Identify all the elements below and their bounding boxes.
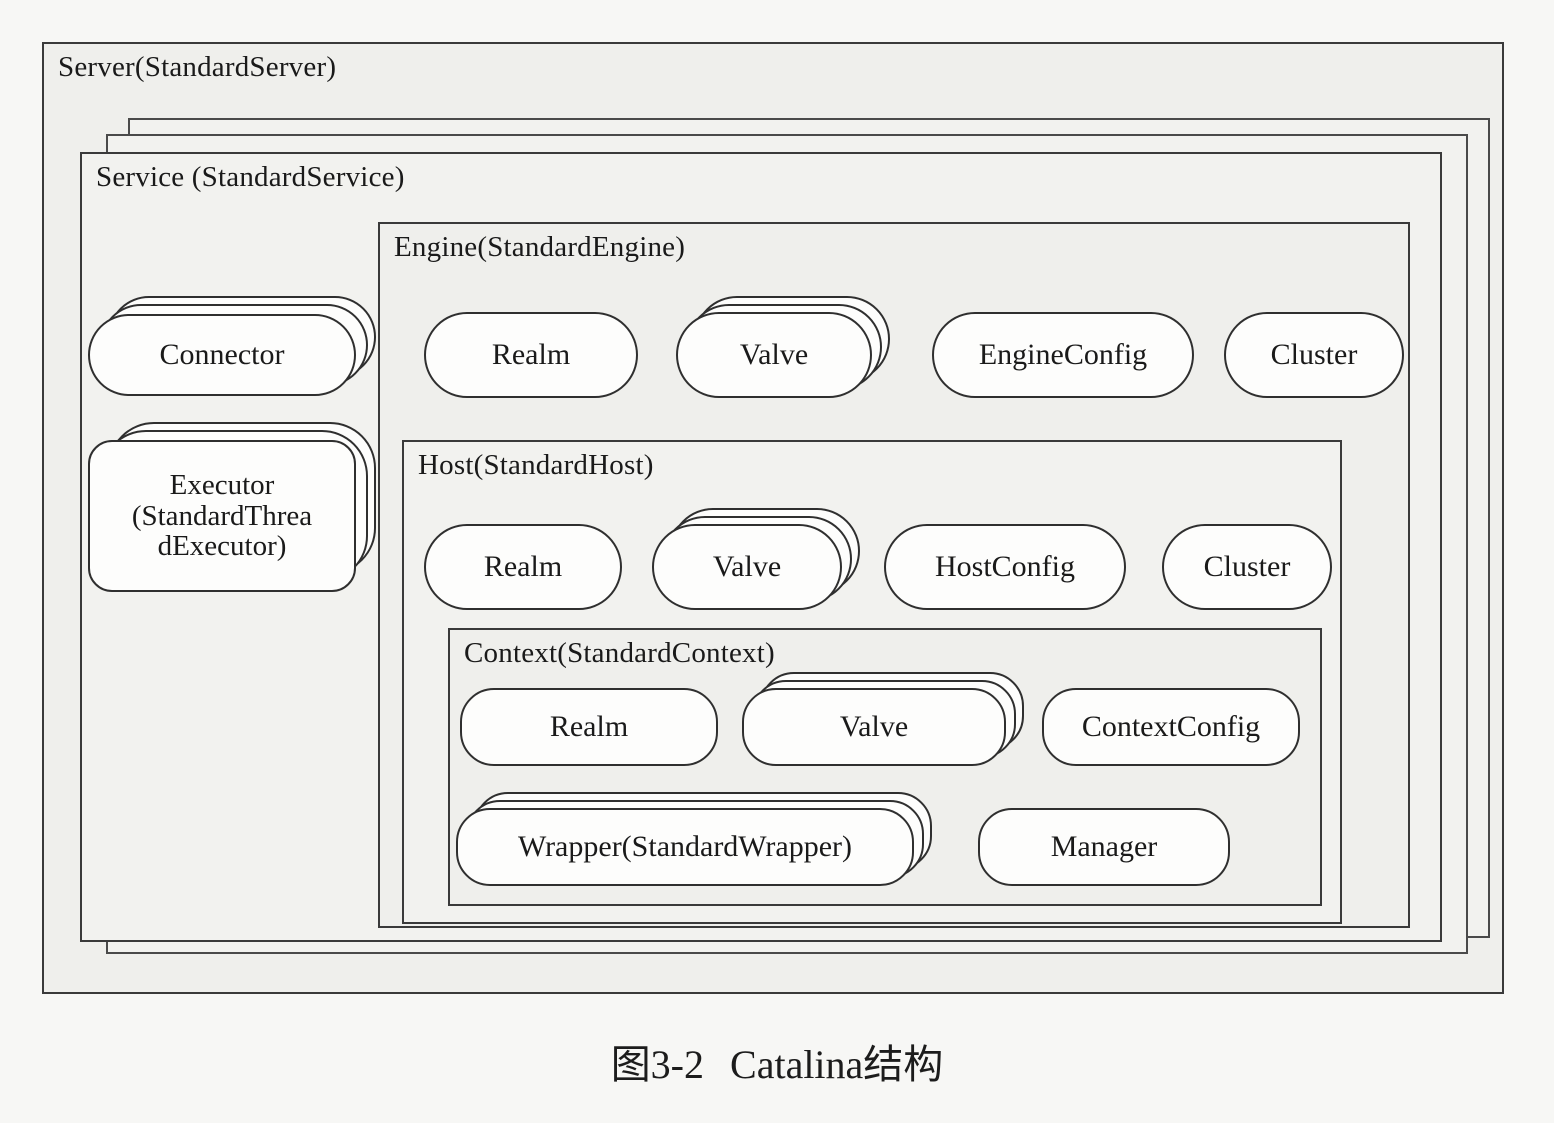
executor-line-3: dExecutor) — [157, 530, 287, 563]
engine-cluster-pill[interactable]: Cluster — [1224, 312, 1404, 398]
engine-config-pill[interactable]: EngineConfig — [932, 312, 1194, 398]
context-config-pill[interactable]: ContextConfig — [1042, 688, 1300, 766]
context-realm-group: Realm — [460, 688, 730, 768]
engine-cluster-group: Cluster — [1224, 312, 1414, 400]
host-valve-group: Valve — [652, 508, 872, 614]
engine-valve-group: Valve — [676, 296, 896, 402]
engine-valve-pill[interactable]: Valve — [676, 312, 872, 398]
host-valve-pill[interactable]: Valve — [652, 524, 842, 610]
context-config-group: ContextConfig — [1042, 688, 1310, 768]
executor-pill[interactable]: Executor (StandardThrea dExecutor) — [88, 440, 356, 592]
host-label: Host(StandardHost) — [418, 449, 654, 481]
context-valve-pill[interactable]: Valve — [742, 688, 1006, 766]
engine-config-group: EngineConfig — [932, 312, 1202, 400]
context-valve-group: Valve — [742, 672, 1042, 770]
context-realm-pill[interactable]: Realm — [460, 688, 718, 766]
figure-caption-text: Catalina结构 — [730, 1042, 944, 1087]
engine-realm-group: Realm — [424, 312, 644, 400]
context-wrapper-group: Wrapper(StandardWrapper) — [456, 792, 946, 890]
host-cluster-group: Cluster — [1162, 524, 1342, 612]
figure-caption: 图3-2 Catalina结构 — [0, 1032, 1554, 1090]
service-label: Service (StandardService) — [96, 161, 405, 193]
server-label: Server(StandardServer) — [58, 51, 337, 83]
engine-label: Engine(StandardEngine) — [394, 231, 686, 263]
context-wrapper-pill[interactable]: Wrapper(StandardWrapper) — [456, 808, 914, 886]
engine-realm-pill[interactable]: Realm — [424, 312, 638, 398]
executor-group: Executor (StandardThrea dExecutor) — [88, 422, 378, 600]
host-realm-group: Realm — [424, 524, 634, 612]
host-cluster-pill[interactable]: Cluster — [1162, 524, 1332, 610]
context-label: Context(StandardContext) — [464, 637, 775, 669]
host-config-group: HostConfig — [884, 524, 1134, 612]
executor-line-1: Executor — [169, 469, 275, 502]
figure-number: 图3-2 — [610, 1042, 705, 1087]
context-manager-pill[interactable]: Manager — [978, 808, 1230, 886]
host-realm-pill[interactable]: Realm — [424, 524, 622, 610]
host-config-pill[interactable]: HostConfig — [884, 524, 1126, 610]
connector-group: Connector — [88, 296, 378, 400]
context-manager-group: Manager — [978, 808, 1238, 888]
connector-pill[interactable]: Connector — [88, 314, 356, 396]
executor-line-2: (StandardThrea — [131, 499, 313, 532]
